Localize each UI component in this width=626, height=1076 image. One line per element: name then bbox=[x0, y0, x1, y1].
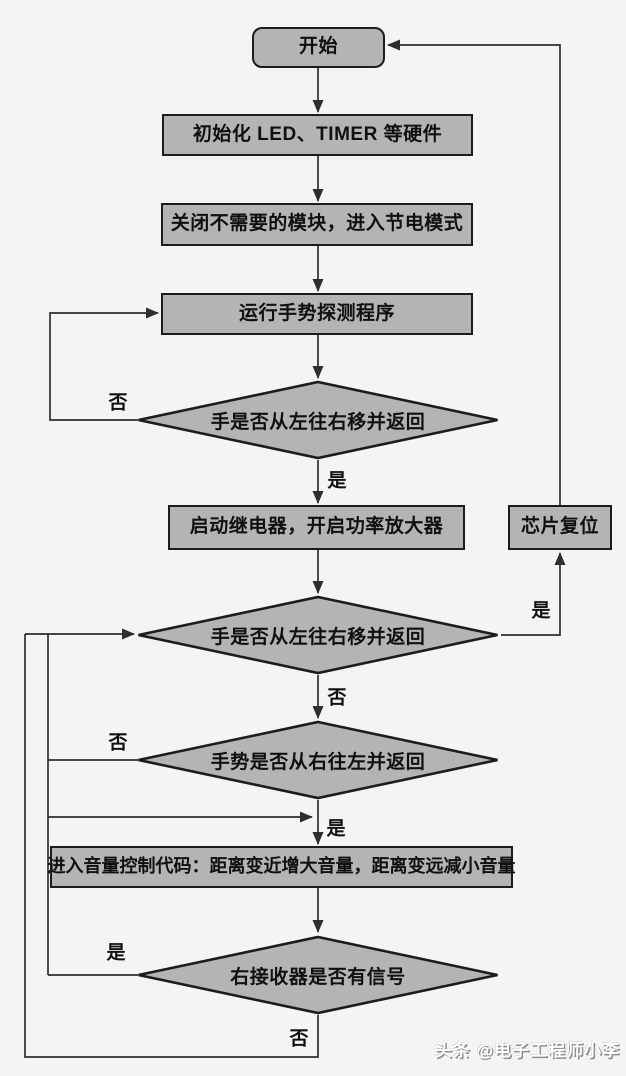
node-decision-left-right-2-label: 手是否从左往右移并返回 bbox=[210, 626, 426, 648]
edge-d2-yes-to-chipreset bbox=[501, 552, 566, 636]
diamond-shape bbox=[138, 935, 498, 1015]
diamond-shape bbox=[138, 380, 498, 460]
node-start: 开始 bbox=[252, 27, 385, 68]
edge-label-d4-no: 否 bbox=[287, 1028, 311, 1050]
edge-label-d2-no: 否 bbox=[325, 687, 349, 709]
node-decision-left-right-2: 手是否从左往右移并返回 bbox=[136, 595, 500, 675]
node-volume-control-label: 进入音量控制代码：距离变近增大音量，距离变远减小音量 bbox=[47, 856, 516, 877]
node-run-gesture-label: 运行手势探测程序 bbox=[238, 302, 395, 324]
node-decision-right-left: 手势是否从右往左并返回 bbox=[136, 720, 500, 800]
node-decision-receiver-signal: 右接收器是否有信号 bbox=[136, 935, 500, 1015]
node-start-label: 开始 bbox=[298, 36, 338, 58]
node-chip-reset: 芯片复位 bbox=[508, 505, 612, 550]
node-run-gesture: 运行手势探测程序 bbox=[161, 293, 473, 335]
node-power-save: 关闭不需要的模块，进入节电模式 bbox=[161, 203, 473, 246]
node-decision-left-right-1: 手是否从左往右移并返回 bbox=[136, 380, 500, 460]
watermark: 头条 @电子工程师小李 bbox=[434, 1041, 620, 1060]
node-decision-receiver-signal-label: 右接收器是否有信号 bbox=[230, 966, 406, 988]
node-volume-control: 进入音量控制代码：距离变近增大音量，距离变远减小音量 bbox=[47, 846, 516, 888]
node-init-hardware: 初始化 LED、TIMER 等硬件 bbox=[162, 114, 473, 156]
node-decision-right-left-label: 手势是否从右往左并返回 bbox=[210, 751, 426, 773]
diamond-shape bbox=[138, 720, 498, 800]
node-init-hardware-label: 初始化 LED、TIMER 等硬件 bbox=[192, 123, 443, 145]
node-chip-reset-label: 芯片复位 bbox=[520, 516, 599, 538]
node-start-relay: 启动继电器，开启功率放大器 bbox=[168, 505, 465, 550]
edge-label-d3-no: 否 bbox=[106, 732, 130, 754]
node-decision-left-right-1-label: 手是否从左往右移并返回 bbox=[210, 411, 426, 433]
edge-label-d1-no: 否 bbox=[106, 392, 130, 414]
node-start-relay-label: 启动继电器，开启功率放大器 bbox=[189, 516, 444, 538]
edge-label-d2-yes: 是 bbox=[529, 600, 553, 622]
edge-label-d1-yes: 是 bbox=[325, 470, 349, 492]
edge-label-d4-yes: 是 bbox=[104, 942, 128, 964]
edge-label-d3-yes: 是 bbox=[324, 818, 348, 840]
node-power-save-label: 关闭不需要的模块，进入节电模式 bbox=[170, 213, 464, 235]
diamond-shape bbox=[138, 595, 498, 675]
